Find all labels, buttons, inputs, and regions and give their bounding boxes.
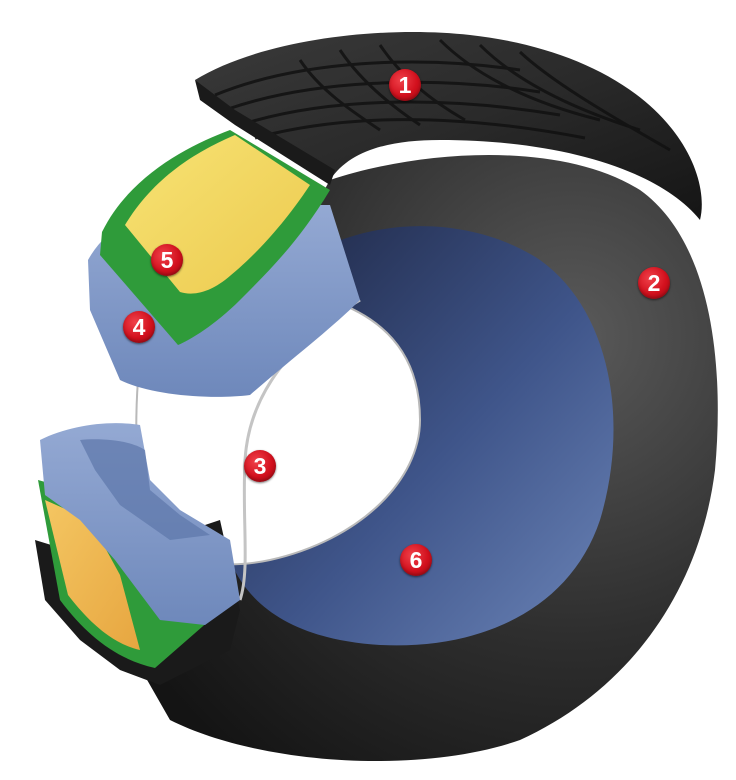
- callout-marker-2: 2: [638, 267, 670, 299]
- callout-marker-3: 3: [244, 450, 276, 482]
- tread-grooves: [214, 38, 671, 152]
- lower-liner-inner-shade: [80, 439, 210, 540]
- callout-marker-5: 5: [151, 244, 183, 276]
- tread-cut-face: [195, 80, 335, 185]
- lower-liner-layer: [40, 423, 240, 625]
- lower-belt-layer: [45, 500, 140, 650]
- callout-marker-1: 1: [389, 69, 421, 101]
- callout-marker-6: 6: [400, 544, 432, 576]
- callout-marker-4: 4: [123, 311, 155, 343]
